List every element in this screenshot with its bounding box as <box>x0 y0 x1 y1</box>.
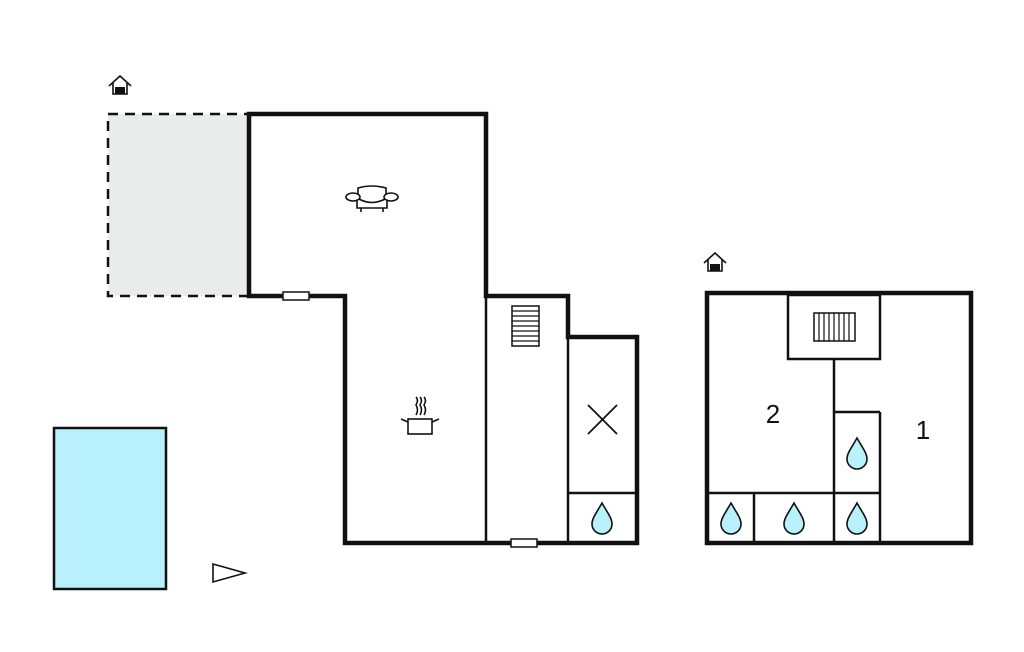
water-drop-icon <box>846 436 868 470</box>
pool <box>52 426 168 591</box>
water-drop-icon <box>720 501 742 535</box>
sofa-icon <box>345 185 399 212</box>
water-drop-icon <box>846 501 868 535</box>
cross-icon <box>587 404 618 435</box>
ground-floor <box>106 74 640 548</box>
triangle-icon <box>212 562 248 584</box>
window-bottom <box>510 538 538 548</box>
ground-floor-outer-wall <box>246 111 640 546</box>
bedroom-2-label: 2 <box>766 399 780 429</box>
staircase-icon <box>511 305 540 347</box>
cooking-pot-icon <box>400 396 440 435</box>
terrace <box>106 112 251 298</box>
upper-floor: 2 1 <box>703 251 974 546</box>
house-entrance-icon <box>703 251 727 272</box>
window-terrace <box>282 291 310 301</box>
water-drop-icon <box>591 501 613 535</box>
house-entrance-icon <box>108 74 132 95</box>
water-drop-icon <box>783 501 805 535</box>
staircase-icon <box>813 312 856 342</box>
upper-floor-outer-wall <box>704 290 974 546</box>
bedroom-1-label: 1 <box>916 415 930 445</box>
